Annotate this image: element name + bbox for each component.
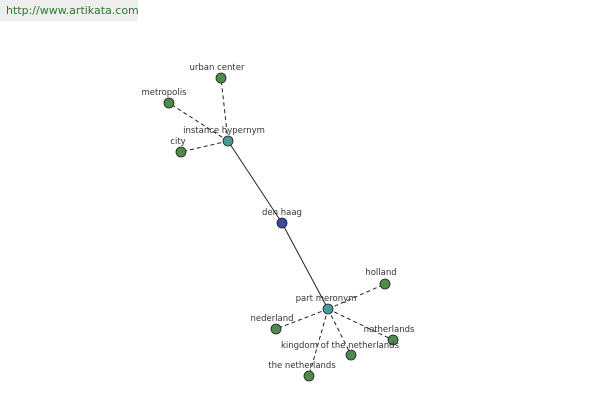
center-den-haag-label[interactable]: den haag [262, 208, 302, 218]
leaf-kingdom-of-the-netherlands-label[interactable]: kingdom of the netherlands [281, 341, 400, 351]
leaf-holland-label[interactable]: holland [365, 268, 396, 278]
relation-instance-hypernym-node[interactable] [222, 135, 234, 147]
leaf-urban-center-node[interactable] [215, 72, 227, 84]
edge-part-meronym-kingdom-of-the-netherlands [327, 308, 352, 356]
leaf-city-label[interactable]: city [170, 137, 185, 147]
nodes-layer [163, 72, 399, 382]
leaf-city-node[interactable] [175, 146, 187, 158]
edge-part-meronym-nederland [275, 308, 329, 330]
relation-part-meronym-node[interactable] [322, 303, 334, 315]
leaf-metropolis-node[interactable] [163, 97, 175, 109]
edge-part-meronym-the-netherlands [308, 308, 329, 377]
leaf-urban-center-label[interactable]: urban center [190, 63, 245, 73]
labels-layer: urban center metropolis city holland nederla… [141, 63, 415, 371]
leaf-the-netherlands-label[interactable]: the netherlands [268, 361, 336, 371]
center-den-haag-node[interactable] [276, 217, 288, 229]
leaf-nederland-label[interactable]: nederland [250, 314, 293, 324]
edge-instance-hypernym-urban-center [220, 77, 229, 142]
leaf-netherlands-node[interactable] [387, 334, 399, 346]
leaf-the-netherlands-node[interactable] [303, 370, 315, 382]
leaf-nederland-node[interactable] [270, 323, 282, 335]
edge-instance-hypernym-city [180, 140, 229, 153]
edge-instance-hypernym-metropolis [168, 102, 229, 142]
leaf-holland-node[interactable] [379, 278, 391, 290]
relation-part-meronym-label[interactable]: part meronym [296, 294, 357, 304]
leaf-netherlands-label[interactable]: netherlands [364, 325, 415, 335]
leaf-metropolis-label[interactable]: metropolis [141, 88, 187, 98]
edge-den-haag-part-meronym [281, 222, 329, 310]
relation-instance-hypernym-label[interactable]: instance hypernym [183, 126, 265, 136]
leaf-kingdom-of-the-netherlands-node[interactable] [345, 349, 357, 361]
edge-part-meronym-holland [327, 283, 386, 310]
edge-den-haag-instance-hypernym [227, 140, 283, 224]
edges-layer [168, 77, 394, 377]
url-banner[interactable]: http://www.artikata.com [0, 0, 139, 21]
edge-part-meronym-netherlands [327, 308, 394, 341]
